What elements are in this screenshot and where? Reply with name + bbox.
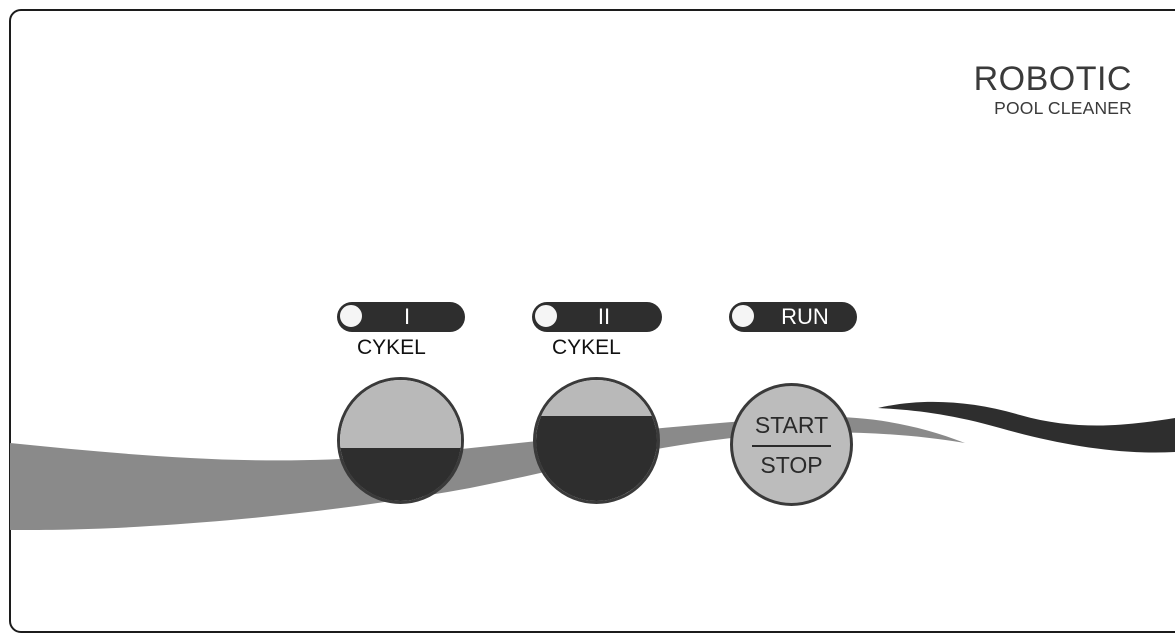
- dark-wave: [878, 401, 1175, 453]
- stop-label: STOP: [760, 452, 823, 478]
- led-icon: [339, 304, 363, 328]
- run-indicator: RUN: [729, 302, 857, 332]
- led-icon: [534, 304, 558, 328]
- cycle-1-label: I: [403, 304, 411, 329]
- cycle-1-caption: CYKEL: [357, 336, 426, 359]
- brand-title: ROBOTIC: [973, 60, 1132, 98]
- cycle-2-label: II: [597, 304, 611, 329]
- button-bottom-half: [536, 416, 657, 501]
- cycle-1-indicator: I: [337, 302, 465, 332]
- gray-wave: [10, 416, 965, 530]
- button-bottom-half: [340, 448, 461, 501]
- button-top-half: [340, 380, 461, 454]
- brand-logo: ROBOTIC POOL CLEANER: [974, 62, 1132, 118]
- brand-subtitle: POOL CLEANER: [994, 98, 1132, 118]
- cycle-2-caption: CYKEL: [552, 336, 621, 359]
- cycle-1-button[interactable]: [337, 377, 464, 504]
- run-label: RUN: [781, 304, 829, 329]
- start-stop-button[interactable]: START STOP: [730, 383, 853, 506]
- cycle-2-button[interactable]: [533, 377, 660, 504]
- start-label: START: [754, 412, 829, 438]
- divider-line: [751, 444, 832, 447]
- led-icon: [731, 304, 755, 328]
- decorative-wave-band: [10, 401, 1175, 530]
- cycle-2-indicator: II: [532, 302, 662, 332]
